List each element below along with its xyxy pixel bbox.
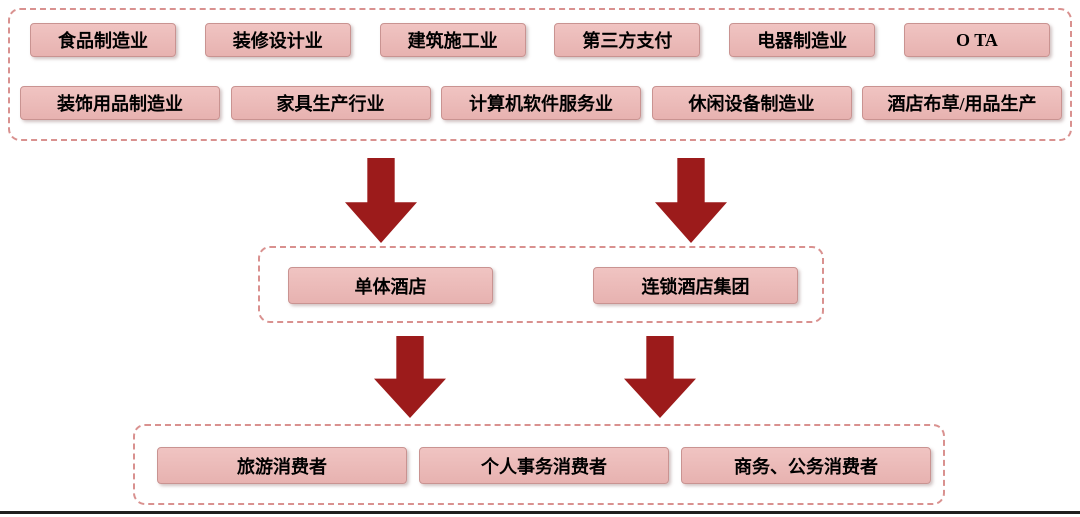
supplier-hotel-linen-supplies: 酒店布草/用品生产 bbox=[862, 86, 1062, 120]
consumer-business-official: 商务、公务消费者 bbox=[681, 447, 931, 484]
suppliers-row-1: 食品制造业 装修设计业 建筑施工业 第三方支付 电器制造业 O TA bbox=[30, 23, 1050, 57]
hotels-group: 单体酒店 连锁酒店集团 bbox=[258, 246, 824, 323]
hotels-row: 单体酒店 连锁酒店集团 bbox=[288, 267, 798, 304]
down-arrow-icon bbox=[624, 336, 696, 418]
consumer-travel: 旅游消费者 bbox=[157, 447, 407, 484]
supplier-decoration-design: 装修设计业 bbox=[204, 23, 351, 57]
supplier-third-party-payment: 第三方支付 bbox=[554, 23, 701, 57]
consumers-group: 旅游消费者 个人事务消费者 商务、公务消费者 bbox=[133, 424, 945, 505]
consumer-personal-affairs: 个人事务消费者 bbox=[419, 447, 669, 484]
down-arrow-icon bbox=[374, 336, 446, 418]
supplier-decor-goods-manufacturing: 装饰用品制造业 bbox=[20, 86, 220, 120]
supplier-ota: O TA bbox=[903, 23, 1050, 57]
supplier-construction: 建筑施工业 bbox=[379, 23, 526, 57]
down-arrow-icon bbox=[345, 158, 417, 243]
suppliers-row-2: 装饰用品制造业 家具生产行业 计算机软件服务业 休闲设备制造业 酒店布草/用品生… bbox=[20, 86, 1062, 120]
supplier-software-services: 计算机软件服务业 bbox=[441, 86, 641, 120]
bottom-divider-line bbox=[0, 511, 1080, 514]
supplier-leisure-equipment: 休闲设备制造业 bbox=[651, 86, 852, 120]
supplier-appliance-manufacturing: 电器制造业 bbox=[729, 23, 876, 57]
hotel-chain-group: 连锁酒店集团 bbox=[593, 267, 798, 304]
supplier-furniture-production: 家具生产行业 bbox=[230, 86, 431, 120]
down-arrow-icon bbox=[655, 158, 727, 243]
hotel-independent: 单体酒店 bbox=[288, 267, 493, 304]
consumers-row: 旅游消费者 个人事务消费者 商务、公务消费者 bbox=[157, 447, 931, 484]
suppliers-group: 食品制造业 装修设计业 建筑施工业 第三方支付 电器制造业 O TA 装饰用品制… bbox=[8, 8, 1072, 141]
supplier-food-manufacturing: 食品制造业 bbox=[30, 23, 176, 57]
